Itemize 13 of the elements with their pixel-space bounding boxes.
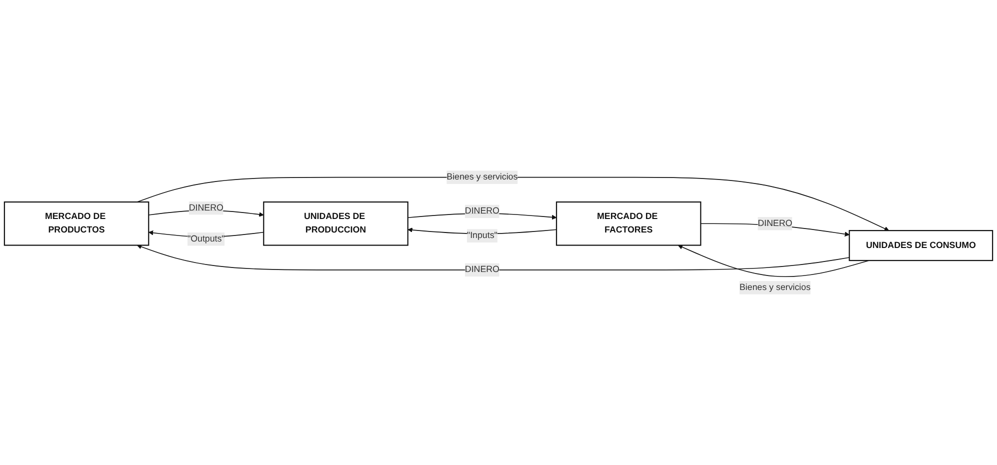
edge-label: DINERO (464, 206, 500, 216)
node-box: MERCADO DE PRODUCTOS (4, 201, 150, 246)
node-box: UNIDADES DE PRODUCCION (263, 201, 408, 246)
edge-label: Bienes y servicios (446, 172, 518, 182)
edge-label: "Inputs" (466, 230, 498, 240)
node-box: UNIDADES DE CONSUMO (848, 230, 994, 262)
edge-label: "Outputs" (187, 234, 225, 244)
edge-label: DINERO (758, 218, 792, 228)
edge-label: Bienes y servicios (740, 282, 811, 292)
node-box: MERCADO DE FACTORES (556, 201, 702, 246)
arrow (136, 244, 850, 270)
edge-label: DINERO (464, 264, 500, 274)
edge-label: DINERO (188, 203, 224, 213)
